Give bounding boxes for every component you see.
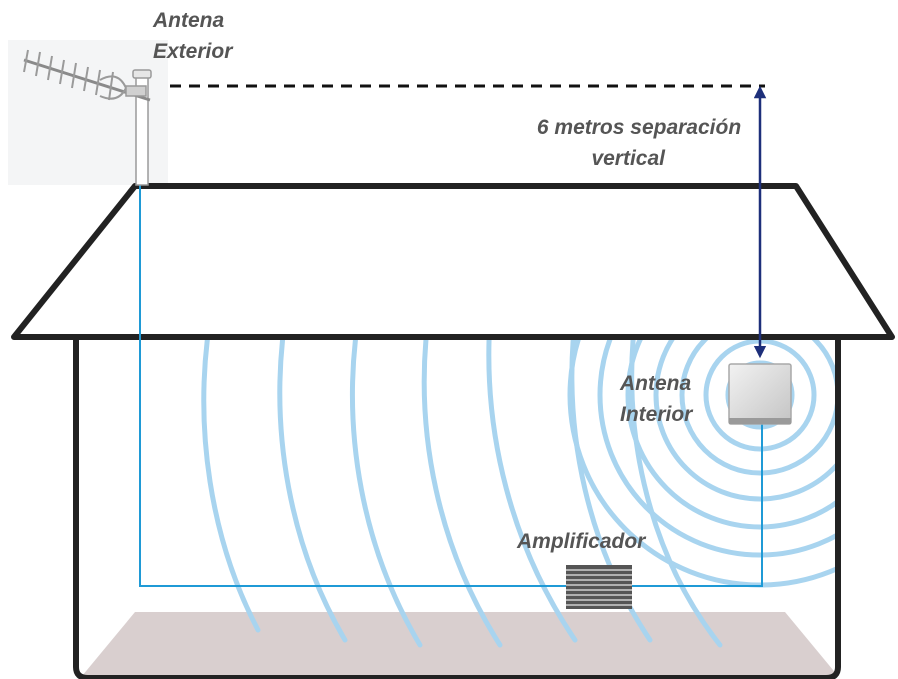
outdoor-antenna-label: Antena Exterior — [152, 9, 234, 63]
outdoor-antenna-label-line2: Exterior — [153, 40, 234, 63]
amplifier-icon — [566, 565, 632, 609]
indoor-antenna-label: Antena Interior — [619, 372, 697, 426]
house-walls — [73, 338, 841, 679]
floor — [82, 612, 838, 676]
indoor-antenna-label-line1: Antena — [619, 372, 691, 395]
yagi-antenna-icon — [23, 49, 152, 186]
signal-waves — [201, 340, 838, 648]
vertical-separation-label: 6 metros separación vertical — [537, 116, 747, 170]
amplifier-label: Amplificador — [516, 530, 647, 553]
outdoor-antenna-label-line1: Antena — [152, 9, 224, 32]
panel-antenna-icon — [728, 363, 792, 425]
roof — [11, 183, 895, 340]
coax-cable — [139, 100, 763, 587]
vertical-separation-label-line2: vertical — [591, 147, 666, 170]
indoor-antenna-label-line2: Interior — [620, 403, 694, 426]
vertical-separation-label-line1: 6 metros separación — [537, 116, 741, 139]
